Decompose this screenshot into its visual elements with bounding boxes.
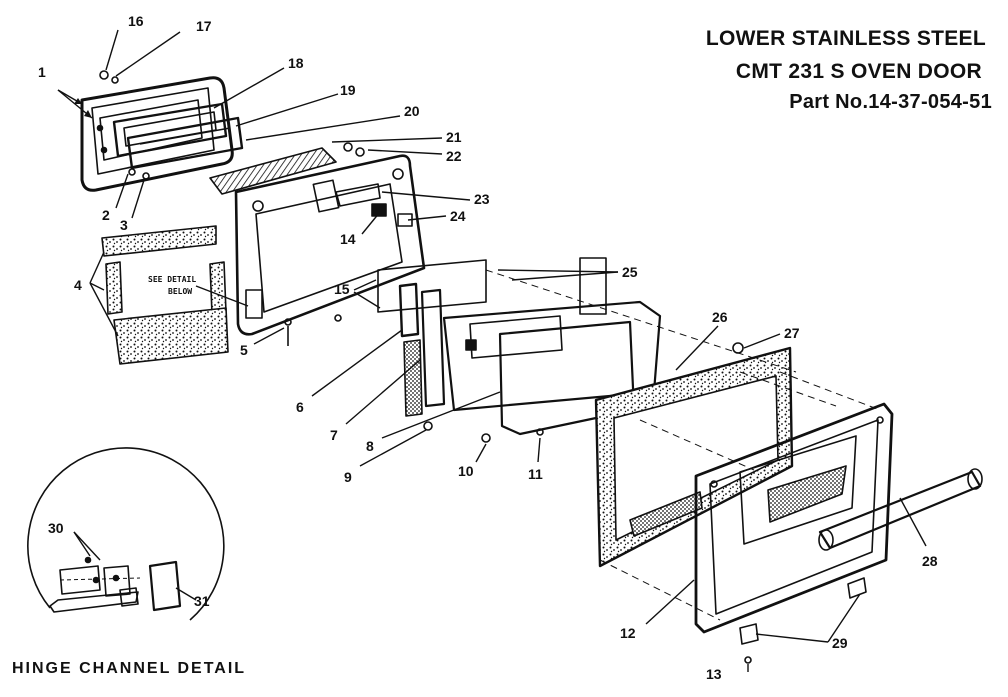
callout-15: 15 bbox=[334, 281, 350, 297]
handle-bar-19 bbox=[126, 116, 244, 170]
callout-19: 19 bbox=[340, 82, 356, 98]
handle-bar-28 bbox=[818, 468, 983, 551]
callout-9: 9 bbox=[344, 469, 352, 485]
hinge-brackets-23-24 bbox=[335, 142, 413, 227]
callout-16: 16 bbox=[128, 13, 144, 29]
leader-lines bbox=[57, 29, 927, 672]
callout-13: 13 bbox=[706, 666, 722, 682]
see-detail-note-line2: BELOW bbox=[168, 287, 192, 296]
callout-12: 12 bbox=[620, 625, 636, 641]
callout-17: 17 bbox=[196, 18, 212, 34]
insulation-pieces bbox=[101, 225, 229, 365]
inner-door-frame bbox=[234, 154, 426, 336]
callout-25: 25 bbox=[622, 264, 638, 280]
callout-10: 10 bbox=[458, 463, 474, 479]
part-number: Part No.14-37-054-51 bbox=[789, 91, 992, 113]
callout-numbers: 1 2 3 4 5 6 7 8 9 10 11 12 13 14 15 16 1… bbox=[38, 13, 938, 682]
callout-5: 5 bbox=[240, 342, 248, 358]
callout-4: 4 bbox=[74, 277, 82, 293]
hinge-channel-detail-inset bbox=[27, 447, 225, 621]
assembly-lines bbox=[485, 269, 881, 621]
callout-1: 1 bbox=[38, 64, 46, 80]
callout-22: 22 bbox=[446, 148, 462, 164]
glass-panel-20 bbox=[209, 147, 337, 195]
callout-24: 24 bbox=[450, 208, 466, 224]
door-liner-gasket-26 bbox=[594, 346, 794, 568]
callout-7: 7 bbox=[330, 427, 338, 443]
callout-20: 20 bbox=[404, 103, 420, 119]
diagram-title-line2: CMT 231 S OVEN DOOR bbox=[735, 60, 982, 83]
callout-11: 11 bbox=[528, 466, 543, 482]
callout-14: 14 bbox=[340, 231, 356, 247]
front-handle-frame bbox=[80, 76, 234, 192]
callout-23: 23 bbox=[474, 191, 490, 207]
outer-door-panel-12 bbox=[694, 402, 894, 634]
callout-28: 28 bbox=[922, 553, 938, 569]
callout-3: 3 bbox=[120, 217, 128, 233]
hinge-channel-assembly bbox=[377, 257, 662, 436]
callout-21: 21 bbox=[446, 129, 462, 145]
callout-1-arrows bbox=[74, 98, 92, 118]
callout-31: 31 bbox=[194, 593, 210, 609]
see-detail-note-line1: SEE DETAIL bbox=[148, 275, 196, 284]
callout-2: 2 bbox=[102, 207, 110, 223]
callout-30: 30 bbox=[48, 520, 64, 536]
diagram-title-line1: LOWER STAINLESS STEEL bbox=[705, 27, 986, 50]
callout-6: 6 bbox=[296, 399, 304, 415]
callout-29: 29 bbox=[832, 635, 848, 651]
callout-18: 18 bbox=[288, 55, 304, 71]
callout-26: 26 bbox=[712, 309, 728, 325]
callout-8: 8 bbox=[366, 438, 374, 454]
detail-caption: HINGE CHANNEL DETAIL bbox=[12, 660, 247, 677]
callout-27: 27 bbox=[784, 325, 800, 341]
